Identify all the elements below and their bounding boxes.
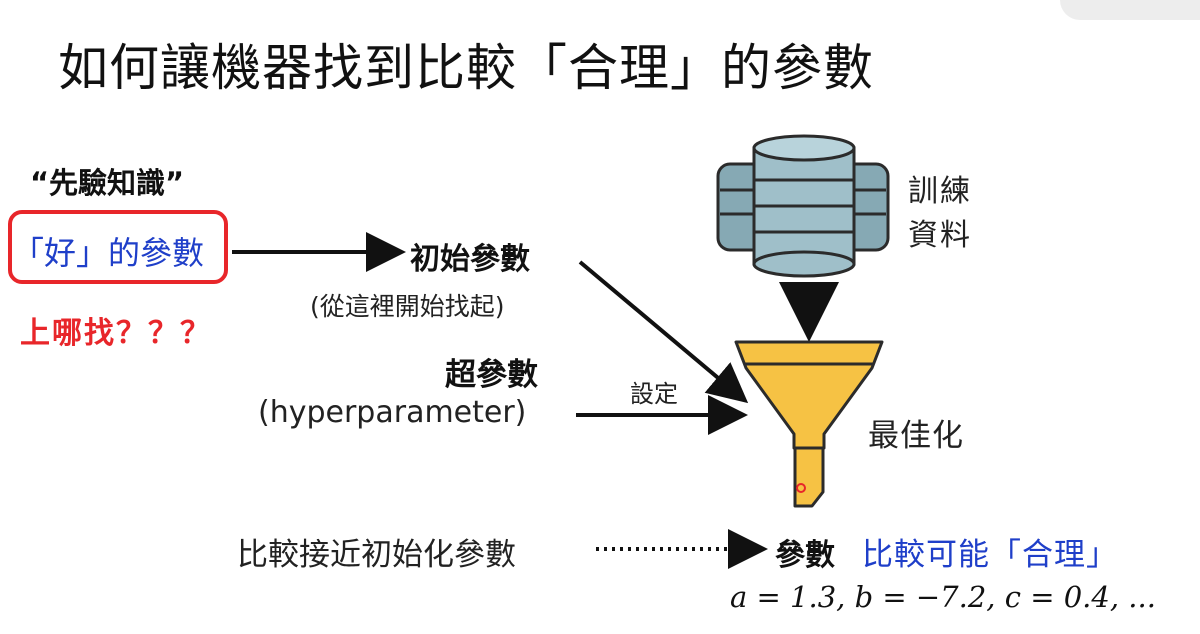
compare-text: 比較接近初始化參數 bbox=[237, 537, 516, 573]
database-icon bbox=[716, 134, 890, 278]
optimization-label: 最佳化 bbox=[868, 418, 964, 454]
slide-title: 如何讓機器找到比較「合理」的參數 bbox=[58, 39, 874, 97]
hyperparams-sublabel: (hyperparameter) bbox=[258, 395, 527, 430]
where-to-find-text: 上哪找？？？ bbox=[20, 316, 212, 351]
training-data-label-line1: 訓練 bbox=[908, 174, 972, 209]
good-params-box bbox=[8, 210, 228, 284]
hyperparams-label: 超參數 bbox=[445, 357, 538, 393]
initial-params-sublabel: (從這裡開始找起) bbox=[310, 292, 505, 321]
cursor-dot bbox=[796, 483, 806, 493]
prior-knowledge-label: “先驗知識” bbox=[30, 166, 185, 200]
result-params-label: 參數 bbox=[775, 538, 835, 573]
initial-params-label: 初始參數 bbox=[410, 242, 530, 277]
funnel-icon bbox=[734, 340, 884, 508]
arrow-initial-to-optimizer bbox=[578, 260, 749, 404]
good-params-text: 「好」的參數 bbox=[12, 234, 205, 272]
set-arrow-label: 設定 bbox=[630, 380, 678, 408]
corner-shadow bbox=[1060, 0, 1200, 20]
reasonable-text: 比較可能「合理」 bbox=[862, 537, 1118, 573]
training-data-label-line2: 資料 bbox=[908, 218, 972, 253]
example-param-values: a = 1.3, b = −7.2, c = 0.4, ... bbox=[730, 580, 1156, 614]
